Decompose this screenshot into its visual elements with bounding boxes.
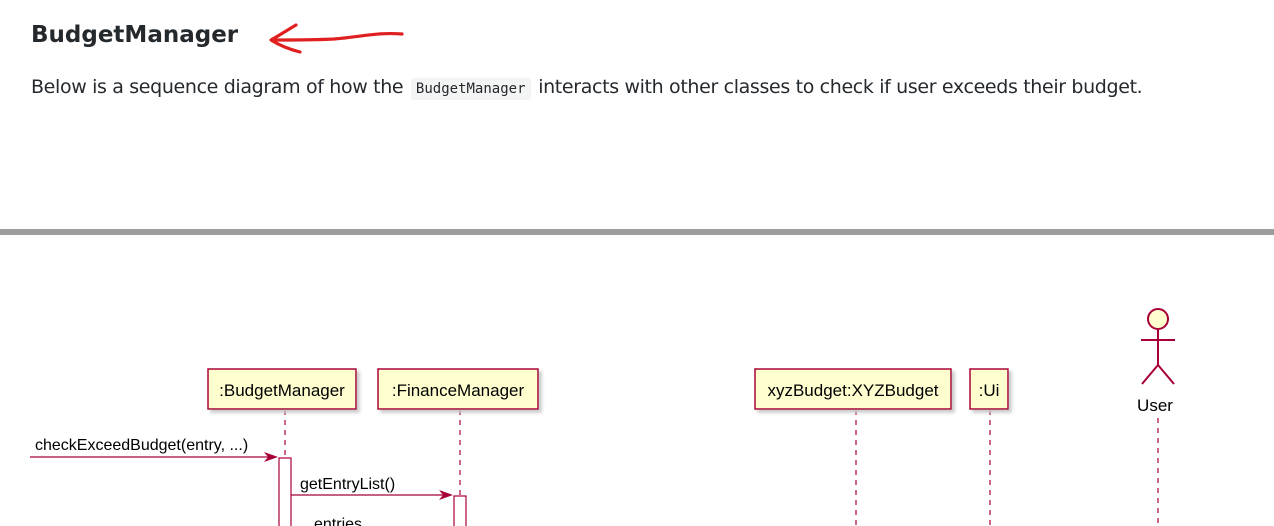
section-description: Below is a sequence diagram of how the B… xyxy=(31,76,1143,100)
participant-ui: :Ui xyxy=(969,368,1009,410)
horizontal-divider xyxy=(0,229,1274,235)
participant-budgetmanager: :BudgetManager xyxy=(207,368,357,410)
participant-budgetmanager-label: :BudgetManager xyxy=(219,381,345,400)
inline-code-budgetmanager: BudgetManager xyxy=(410,78,531,100)
description-tail-text: interacts with other classes to check if… xyxy=(532,76,1143,98)
description-lead-text: Below is a sequence diagram of how the xyxy=(31,76,409,98)
message-getentrylist-label: getEntryList() xyxy=(300,476,395,493)
section-heading: BudgetManager xyxy=(31,22,239,48)
message-checkexceedbudget-label: checkExceedBudget(entry, ...) xyxy=(35,437,248,454)
participant-xyzbudget: xyzBudget:XYZBudget xyxy=(754,368,952,410)
message-entries-label: entries xyxy=(314,516,362,526)
user-actor-label: User xyxy=(1137,396,1173,415)
message-checkexceedbudget-arrowhead xyxy=(264,452,278,462)
user-actor-icon xyxy=(1141,308,1175,385)
message-getentrylist-arrowhead xyxy=(439,490,453,500)
red-arrow-annotation xyxy=(269,23,404,54)
activation-financemanager xyxy=(453,495,467,526)
participant-financemanager-label: :FinanceManager xyxy=(392,381,525,400)
participant-ui-label: :Ui xyxy=(979,381,1000,400)
participant-financemanager: :FinanceManager xyxy=(377,368,539,410)
participant-xyzbudget-label: xyzBudget:XYZBudget xyxy=(767,381,938,400)
activation-budgetmanager xyxy=(278,457,292,526)
